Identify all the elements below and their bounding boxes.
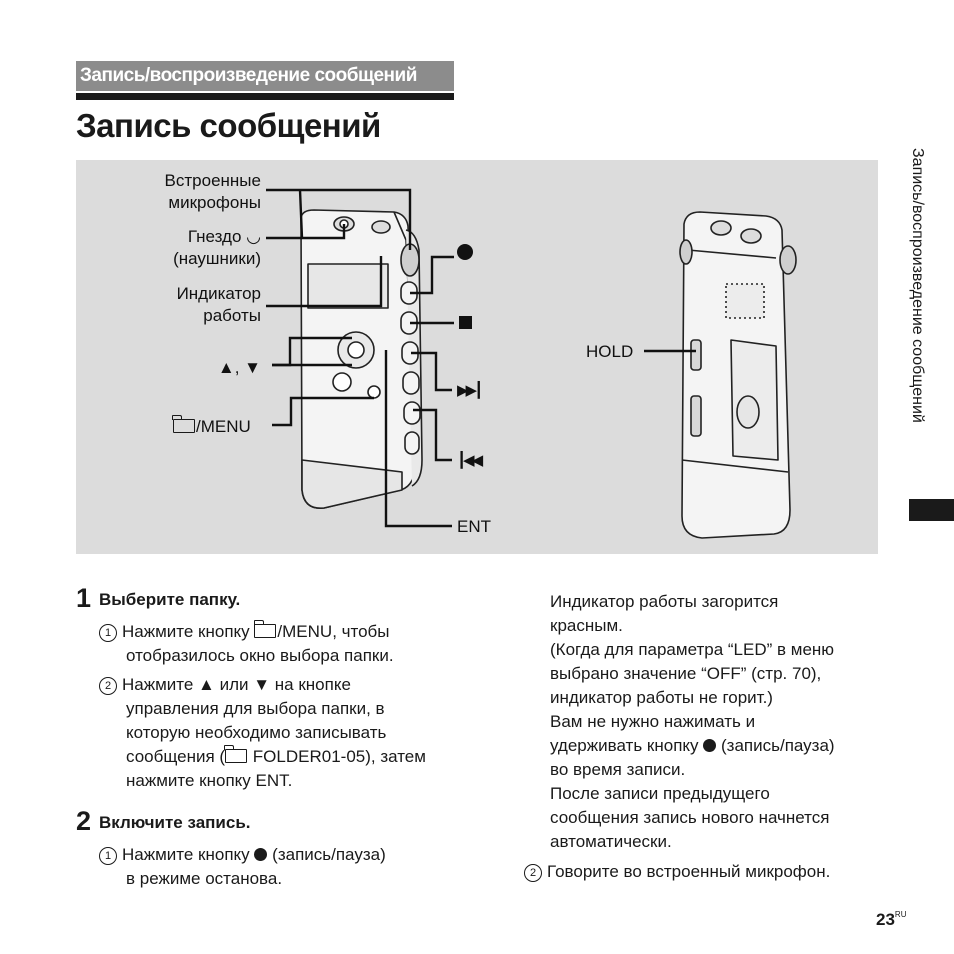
previous-icon: ┃◀◀ (457, 452, 483, 469)
headphone-jack-label: Гнездо ◡ (наушники) (173, 227, 261, 268)
folder-icon (253, 620, 277, 638)
record-icon (703, 739, 717, 752)
recorder-drawing (266, 188, 797, 539)
folder-icon (172, 415, 195, 433)
step-2-number: 2 (76, 806, 92, 836)
record-icon (254, 848, 268, 861)
side-tab-marker (909, 499, 954, 521)
side-tab: Запись/воспроизведение сообщений (909, 148, 926, 423)
record-icon (457, 244, 473, 260)
stop-icon (459, 316, 472, 329)
page-title: Запись сообщений (76, 107, 381, 144)
section-header: Запись/воспроизведение сообщений (76, 61, 454, 91)
headphones-icon: ◡ (246, 227, 261, 246)
page-number: 23RU (876, 910, 907, 929)
folder-menu-label: /MENU (172, 415, 251, 438)
up-down-label: ▲, ▼ (217, 358, 261, 377)
folder-icon (224, 745, 248, 763)
ent-label: ENT (457, 517, 491, 536)
step-1-title: Выберите папку. (99, 590, 241, 609)
hold-label: HOLD (586, 342, 634, 361)
step-2-notes: Индикатор работы загорится красным. (Ког… (550, 592, 835, 851)
step-1-number: 1 (76, 583, 92, 613)
step-2-title: Включите запись. (99, 813, 251, 832)
next-icon: ▶▶┃ (457, 382, 483, 399)
section-rule (76, 93, 454, 100)
